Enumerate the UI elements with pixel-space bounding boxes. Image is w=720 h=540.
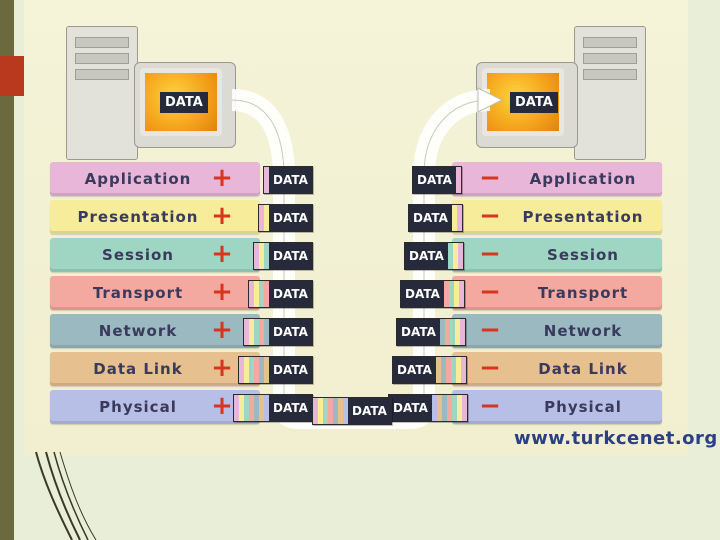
right-layer-application: − Application bbox=[452, 162, 662, 196]
plus-icon: + bbox=[211, 277, 233, 307]
right-packet: DATA bbox=[388, 394, 468, 422]
right-packet-label: DATA bbox=[409, 205, 452, 231]
right-layer-label: Network bbox=[543, 322, 623, 340]
right-packet-label: DATA bbox=[413, 167, 456, 193]
right-packet: DATA bbox=[392, 356, 467, 384]
right-layer-physical: − Physical bbox=[452, 390, 662, 424]
right-layer-label: Application bbox=[529, 170, 637, 188]
right-layer-label: Presentation bbox=[522, 208, 644, 226]
plus-icon: + bbox=[211, 315, 233, 345]
left-layer-session: Session + bbox=[50, 238, 260, 272]
right-layer-presentation: − Presentation bbox=[452, 200, 662, 234]
right-layer-label: Transport bbox=[537, 284, 629, 302]
right-layer-label: Data Link bbox=[538, 360, 628, 378]
left-layer-presentation: Presentation + bbox=[50, 200, 260, 234]
left-packet-label: DATA bbox=[269, 319, 312, 345]
right-layer-data-link: − Data Link bbox=[452, 352, 662, 386]
right-packet: DATA bbox=[404, 242, 464, 270]
left-packet: DATA bbox=[243, 318, 313, 346]
left-layer-label: Transport bbox=[92, 284, 184, 302]
plus-icon: + bbox=[211, 239, 233, 269]
right-packet-label: DATA bbox=[405, 243, 448, 269]
minus-icon: − bbox=[479, 239, 501, 269]
right-layer-network: − Network bbox=[452, 314, 662, 348]
right-packet-label: DATA bbox=[393, 357, 436, 383]
slide-marker bbox=[0, 56, 24, 96]
left-packet-label: DATA bbox=[269, 243, 312, 269]
plus-icon: + bbox=[211, 201, 233, 231]
left-layer-label: Session bbox=[102, 246, 174, 264]
left-packet: DATA bbox=[258, 204, 313, 232]
decorative-lines bbox=[35, 451, 97, 540]
right-packet: DATA bbox=[408, 204, 463, 232]
left-layer-label: Network bbox=[98, 322, 178, 340]
left-packet-label: DATA bbox=[269, 357, 312, 383]
left-packet-label: DATA bbox=[269, 395, 312, 421]
left-computer-data-label: DATA bbox=[160, 92, 208, 113]
left-layer-physical: Physical + bbox=[50, 390, 260, 424]
wire-packet-label: DATA bbox=[348, 398, 391, 424]
source-watermark: www.turkcenet.org bbox=[514, 428, 718, 449]
left-layer-application: Application + bbox=[50, 162, 260, 196]
left-packet: DATA bbox=[233, 394, 313, 422]
left-packet: DATA bbox=[238, 356, 313, 384]
minus-icon: − bbox=[479, 201, 501, 231]
left-packet: DATA bbox=[248, 280, 313, 308]
right-packet: DATA bbox=[400, 280, 465, 308]
left-packet-label: DATA bbox=[269, 281, 312, 307]
left-packet-label: DATA bbox=[269, 205, 312, 231]
right-packet-label: DATA bbox=[401, 281, 444, 307]
left-packet: DATA bbox=[263, 166, 313, 194]
left-layer-network: Network + bbox=[50, 314, 260, 348]
plus-icon: + bbox=[211, 353, 233, 383]
right-packet-label: DATA bbox=[397, 319, 440, 345]
minus-icon: − bbox=[479, 315, 501, 345]
left-packet: DATA bbox=[253, 242, 313, 270]
right-packet-label: DATA bbox=[389, 395, 432, 421]
right-layer-transport: − Transport bbox=[452, 276, 662, 310]
left-layer-label: Application bbox=[84, 170, 192, 188]
minus-icon: − bbox=[479, 163, 501, 193]
right-packet: DATA bbox=[412, 166, 462, 194]
minus-icon: − bbox=[479, 353, 501, 383]
right-layer-label: Physical bbox=[544, 398, 622, 416]
right-packet: DATA bbox=[396, 318, 466, 346]
right-tower-icon bbox=[574, 26, 646, 160]
left-layer-label: Presentation bbox=[77, 208, 199, 226]
right-layer-label: Session bbox=[547, 246, 619, 264]
left-layer-label: Physical bbox=[99, 398, 177, 416]
minus-icon: − bbox=[479, 391, 501, 421]
left-tower-icon bbox=[66, 26, 138, 160]
left-packet-label: DATA bbox=[269, 167, 312, 193]
right-layer-session: − Session bbox=[452, 238, 662, 272]
plus-icon: + bbox=[211, 391, 233, 421]
left-layer-transport: Transport + bbox=[50, 276, 260, 310]
left-layer-data-link: Data Link + bbox=[50, 352, 260, 386]
wire-packet: DATA bbox=[312, 397, 392, 425]
right-computer-data-label: DATA bbox=[510, 92, 558, 113]
left-border-strip bbox=[0, 0, 14, 540]
minus-icon: − bbox=[479, 277, 501, 307]
left-layer-label: Data Link bbox=[93, 360, 183, 378]
plus-icon: + bbox=[211, 163, 233, 193]
